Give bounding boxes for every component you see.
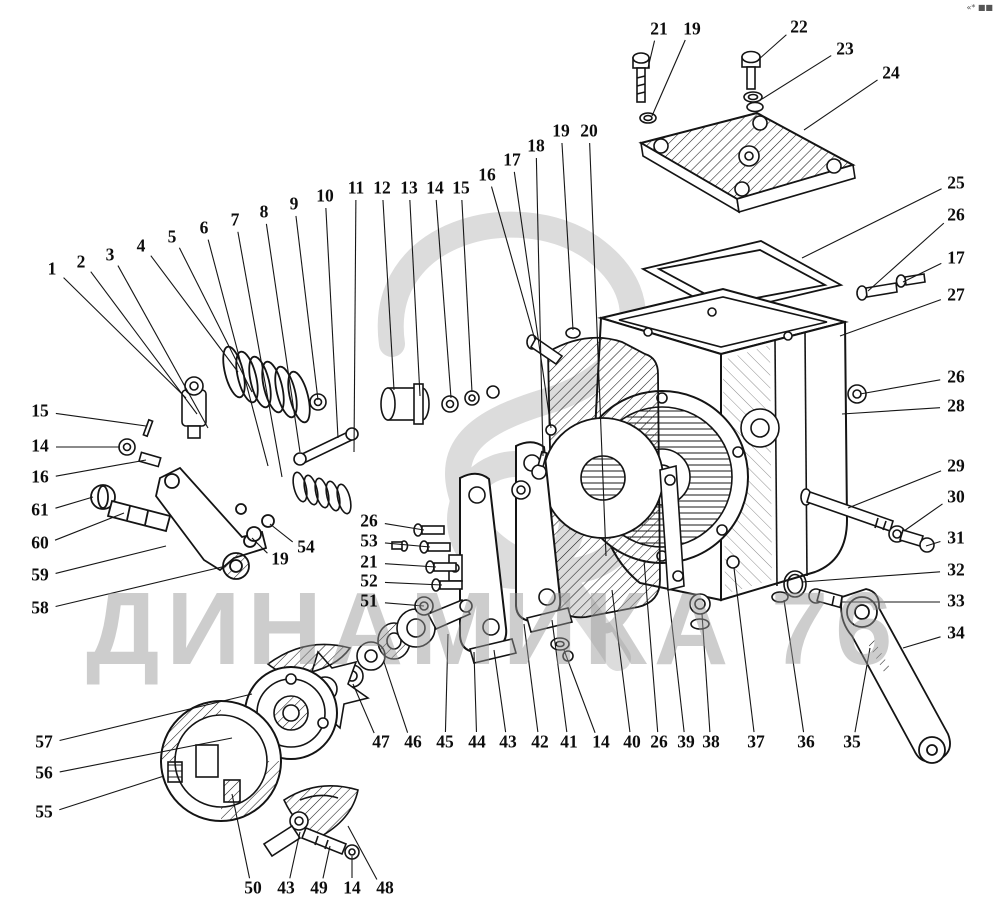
part-lever-35 [840, 588, 951, 764]
part-bolt-21 [632, 52, 657, 124]
part-shaft-assembly [340, 598, 473, 688]
part-rod-links [293, 393, 359, 466]
part-valve-spool [380, 383, 500, 425]
part-fork-lever [90, 466, 275, 580]
part-gasket-40 [542, 336, 664, 619]
part-left-small [118, 418, 162, 468]
part-spring-small [292, 471, 352, 515]
part-spring-large [222, 345, 311, 424]
part-bracket-left [181, 376, 207, 439]
part-top-cover [638, 111, 856, 214]
part-pulley-cluster [160, 643, 370, 839]
part-strip-39 [659, 464, 685, 592]
corner-artifact: «* ■■ [966, 3, 993, 12]
part-bolt-22 [741, 50, 764, 113]
